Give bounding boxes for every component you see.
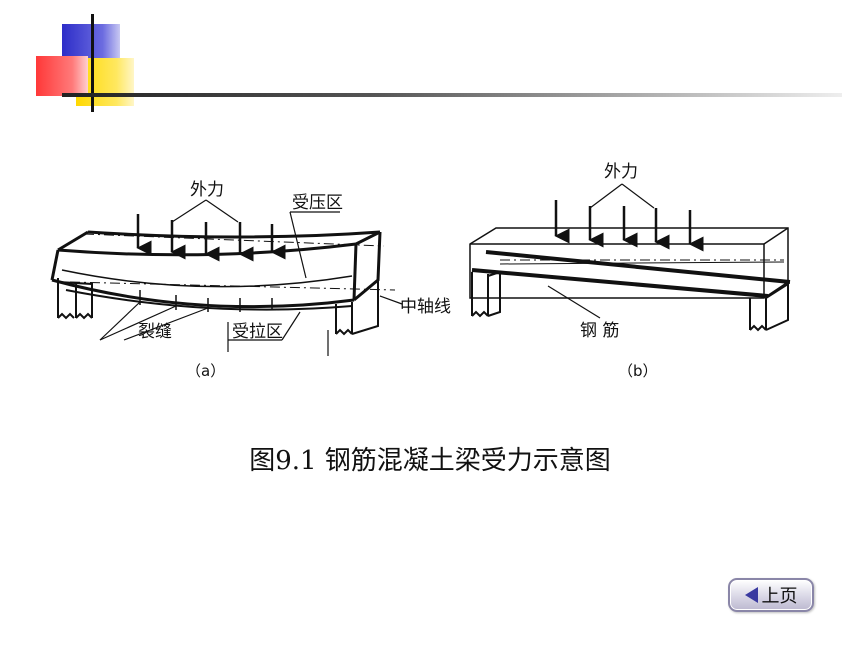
rebar-beam-figure (469, 183, 791, 332)
corner-decoration (0, 0, 860, 120)
crack-label: 裂缝 (138, 322, 172, 342)
tension-zone-label: 受拉区 (232, 322, 283, 342)
rebar-top (485, 250, 791, 284)
prev-page-button[interactable]: 上页 (728, 578, 814, 612)
left-force-label: 外力 (190, 180, 224, 200)
figure-caption: 图9.1 钢筋混凝土梁受力示意图 (249, 446, 611, 476)
bent-beam-figure (50, 199, 403, 356)
left-leader-lines (99, 199, 403, 356)
left-support (57, 278, 93, 320)
rebar-label: 钢 筋 (580, 321, 619, 341)
rebar-bottom (471, 268, 769, 298)
sub-label-b: （b） (618, 362, 658, 380)
right-beam-left-support (471, 270, 501, 318)
left-arrow-icon (744, 587, 758, 603)
deco-red-square (36, 56, 88, 96)
right-support (335, 280, 379, 336)
neutral-axis-label: 中轴线 (400, 297, 451, 317)
compression-zone-label: 受压区 (292, 193, 343, 213)
right-force-label: 外力 (604, 162, 638, 182)
beam-neutral-line (61, 269, 353, 288)
deco-horizontal-line (62, 93, 842, 97)
beam-top-back-edge (87, 230, 381, 239)
prev-page-label: 上页 (761, 586, 798, 607)
sub-label-a: （a） (186, 362, 225, 380)
beam-dashdot-bottom (69, 281, 396, 291)
left-force-arrows (136, 214, 286, 262)
deco-vertical-line (91, 14, 94, 112)
right-beam-right-support (749, 282, 789, 332)
beam-bottom-front-edge (51, 278, 355, 309)
right-force-arrows (554, 200, 704, 252)
